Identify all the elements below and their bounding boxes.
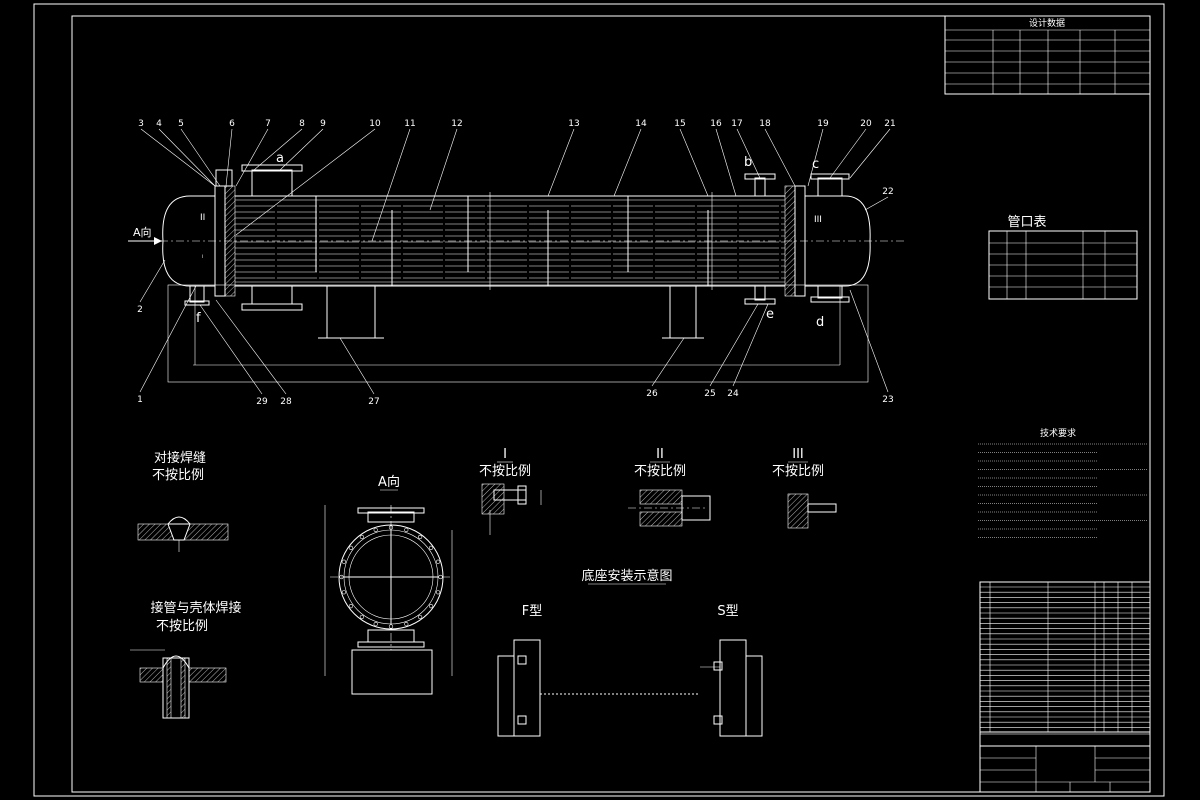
detail-mark-i-ref: I: [202, 254, 203, 259]
title-block: [979, 731, 1151, 793]
nozzle-shell-weld-detail: 接管与壳体焊接 不按比例: [130, 600, 242, 719]
design-table-title: 设计数据: [1029, 17, 1065, 29]
part-number-label: 3: [138, 119, 144, 129]
part-number-label: 14: [635, 119, 647, 129]
part-number-label: 4: [156, 119, 162, 129]
part-number-label: 19: [817, 119, 829, 129]
butt-weld-scale: 不按比例: [152, 468, 204, 483]
parts-list-table: [979, 581, 1151, 733]
detail-i-drawing: I 不按比例: [479, 447, 542, 535]
detail-ii-scale: 不按比例: [634, 464, 686, 479]
design-data-table: 设计数据: [944, 15, 1151, 95]
part-number-label: 28: [280, 397, 292, 407]
tech-req-title: 技术要求: [1040, 427, 1076, 439]
part-number-label: 12: [451, 119, 462, 129]
technical-requirements: 技术要求: [978, 427, 1148, 538]
detail-i-scale: 不按比例: [479, 464, 531, 479]
detail-ii-drawing: II 不按比例: [628, 447, 711, 527]
part-number-label: 21: [884, 119, 895, 129]
nozzle-letter-b: b: [744, 155, 752, 170]
outer-border: [33, 3, 1165, 797]
inner-frame: [71, 15, 1151, 793]
detail-iii-mark: III: [792, 447, 804, 462]
type-f-label: F型: [522, 604, 542, 619]
part-number-label: 22: [882, 187, 893, 197]
a-view-drawing: A向: [324, 474, 453, 695]
part-number-label: 10: [369, 119, 381, 129]
butt-weld-detail: 对接焊缝 不按比例: [137, 450, 229, 552]
part-number-label: 20: [860, 119, 872, 129]
detail-mark-iii-ref: III: [814, 215, 822, 225]
part-number-label: 23: [882, 395, 893, 405]
part-number-label: 27: [368, 397, 379, 407]
part-number-label: 26: [646, 389, 658, 399]
part-number-label: 5: [178, 119, 184, 129]
nozzle-table-title: 管口表: [1007, 215, 1046, 230]
butt-weld-title: 对接焊缝: [154, 450, 206, 466]
detail-mark-ii-ref: II: [200, 213, 205, 223]
part-number-label: 17: [731, 119, 742, 129]
part-number-label: 13: [568, 119, 579, 129]
part-number-label: 7: [265, 119, 271, 129]
nozzle-letter-c: c: [812, 157, 819, 172]
part-number-label: 6: [229, 119, 235, 129]
part-number-label: 24: [727, 389, 739, 399]
detail-iii-drawing: III 不按比例: [772, 447, 837, 529]
base-install-title: 底座安装示意图: [581, 568, 672, 584]
part-number-label: 15: [674, 119, 685, 129]
part-number-label: 2: [137, 305, 143, 315]
nozzle-table: 管口表: [988, 215, 1138, 300]
nozzle-weld-title: 接管与壳体焊接: [150, 600, 241, 616]
detail-ii-mark: II: [656, 447, 664, 462]
a-view-title: A向: [378, 474, 400, 490]
part-number-label: 9: [320, 119, 326, 129]
part-number-label: 18: [759, 119, 771, 129]
part-number-label: 29: [256, 397, 268, 407]
nozzle-weld-scale: 不按比例: [156, 619, 208, 634]
part-number-label: 11: [404, 119, 415, 129]
type-s-label: S型: [717, 604, 738, 619]
detail-i-mark: I: [503, 447, 507, 462]
nozzle-letter-a: a: [276, 151, 284, 166]
part-number-label: 16: [710, 119, 722, 129]
detail-iii-scale: 不按比例: [772, 464, 824, 479]
nozzle-letter-d: d: [816, 315, 824, 330]
a-view-arrow-label: A向: [133, 225, 152, 239]
base-install-diagram: 底座安装示意图 F型 S型: [497, 568, 763, 737]
part-number-label: 8: [299, 119, 305, 129]
part-number-label: 25: [704, 389, 715, 399]
nozzle-letter-e: e: [766, 307, 774, 322]
part-number-label: 1: [137, 395, 143, 405]
nozzle-letter-f: f: [196, 311, 201, 326]
